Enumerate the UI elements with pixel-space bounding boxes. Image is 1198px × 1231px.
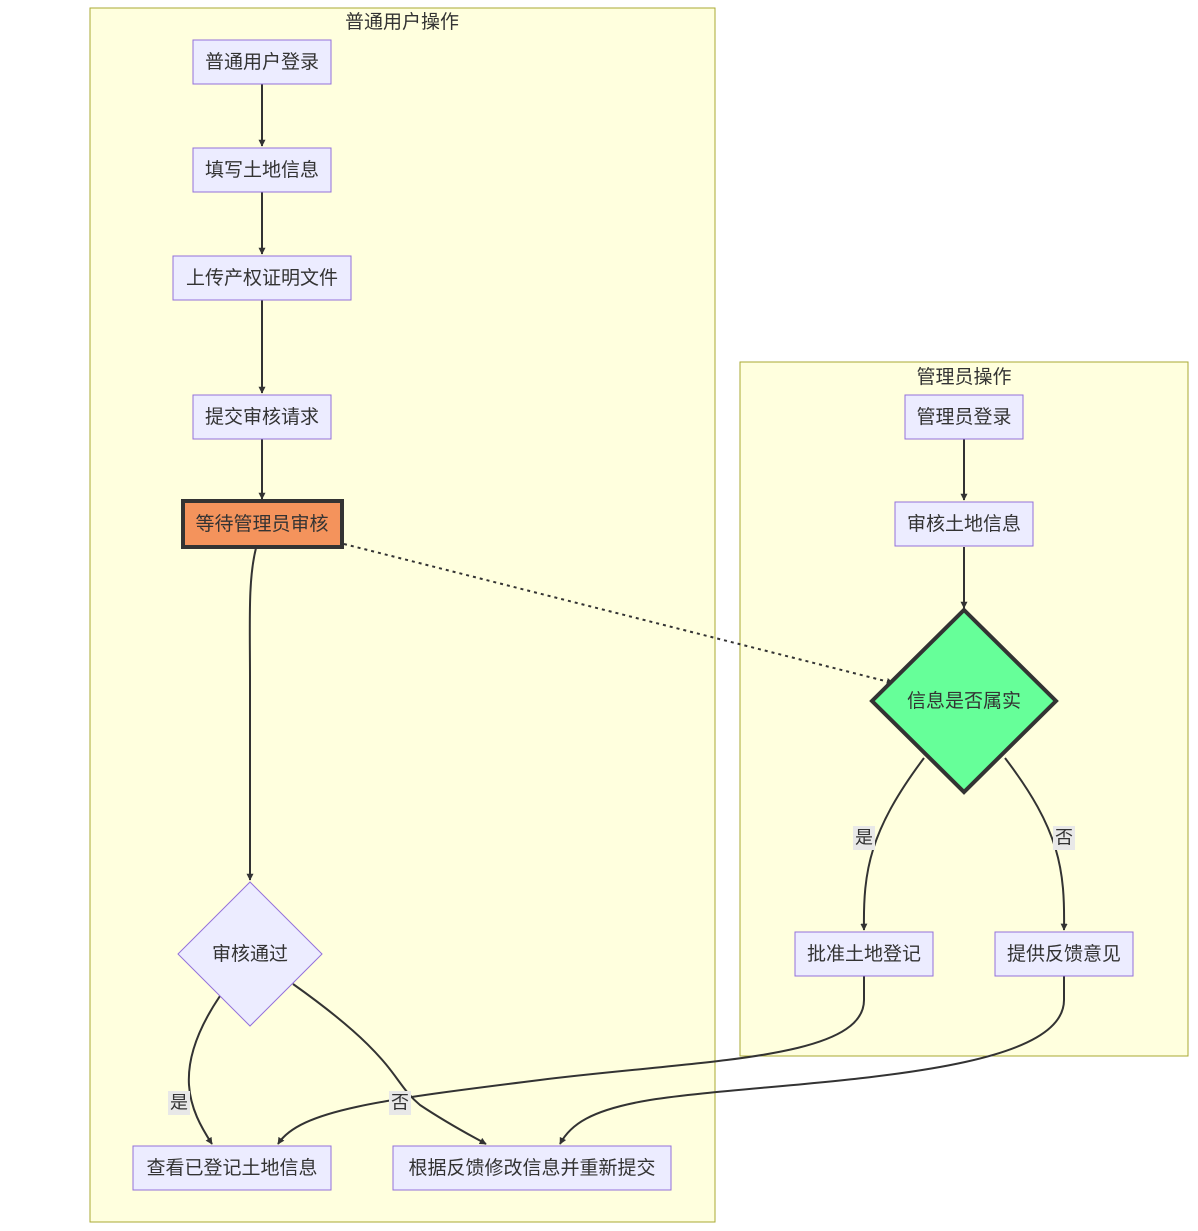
cluster-user-title: 普通用户操作: [345, 11, 459, 33]
svg-text:管理员登录: 管理员登录: [916, 406, 1011, 428]
svg-text:查看已登记土地信息: 查看已登记土地信息: [146, 1157, 317, 1179]
svg-text:否: 否: [1055, 828, 1073, 849]
svg-text:审核土地信息: 审核土地信息: [907, 513, 1021, 535]
svg-text:审核通过: 审核通过: [212, 943, 288, 965]
node-approve-registration[interactable]: 批准土地登记: [794, 931, 934, 977]
node-review-passed-decision[interactable]: 审核通过: [177, 881, 323, 1027]
node-view-registered-info[interactable]: 查看已登记土地信息: [132, 1145, 332, 1191]
node-fill-land-info[interactable]: 填写土地信息: [192, 147, 332, 193]
svg-text:信息是否属实: 信息是否属实: [907, 690, 1021, 712]
node-provide-feedback[interactable]: 提供反馈意见: [994, 931, 1134, 977]
svg-text:普通用户登录: 普通用户登录: [205, 51, 319, 73]
edge-approve-to-view: [277, 976, 865, 1145]
cluster-admin-title: 管理员操作: [916, 366, 1011, 388]
node-submit-review[interactable]: 提交审核请求: [192, 394, 332, 440]
node-wait-admin-review[interactable]: 等待管理员审核: [181, 499, 344, 549]
edge-label-passed-no: 否: [389, 1091, 411, 1115]
svg-text:提交审核请求: 提交审核请求: [205, 406, 319, 428]
svg-text:是: 是: [855, 828, 873, 849]
node-user-login[interactable]: 普通用户登录: [192, 39, 332, 85]
edge-feedback-to-modify: [559, 976, 1065, 1145]
edges: [187, 84, 1068, 1145]
edge-label-truth-yes: 是: [853, 826, 875, 850]
edge-label-truth-no: 否: [1053, 826, 1075, 850]
node-info-true-decision[interactable]: 信息是否属实: [869, 607, 1059, 795]
node-admin-login[interactable]: 管理员登录: [904, 394, 1024, 440]
node-review-land-info[interactable]: 审核土地信息: [894, 501, 1034, 547]
edge-label-passed-yes: 是: [168, 1091, 190, 1115]
svg-text:填写土地信息: 填写土地信息: [205, 159, 319, 181]
cluster-user-operations: 普通用户操作: [89, 7, 716, 1223]
node-modify-resubmit[interactable]: 根据反馈修改信息并重新提交: [392, 1145, 672, 1191]
edge-wait-to-truth-dotted: [343, 543, 894, 685]
svg-text:否: 否: [391, 1093, 409, 1114]
svg-text:根据反馈修改信息并重新提交: 根据反馈修改信息并重新提交: [408, 1157, 655, 1179]
svg-text:提供反馈意见: 提供反馈意见: [1007, 943, 1121, 965]
svg-text:上传产权证明文件: 上传产权证明文件: [186, 267, 338, 289]
svg-text:等待管理员审核: 等待管理员审核: [195, 513, 328, 535]
edge-wait-to-passed: [246, 547, 257, 881]
svg-text:批准土地登记: 批准土地登记: [807, 943, 921, 965]
node-upload-docs[interactable]: 上传产权证明文件: [172, 255, 352, 301]
svg-text:是: 是: [170, 1093, 188, 1114]
edge-passed-yes: [187, 995, 221, 1145]
